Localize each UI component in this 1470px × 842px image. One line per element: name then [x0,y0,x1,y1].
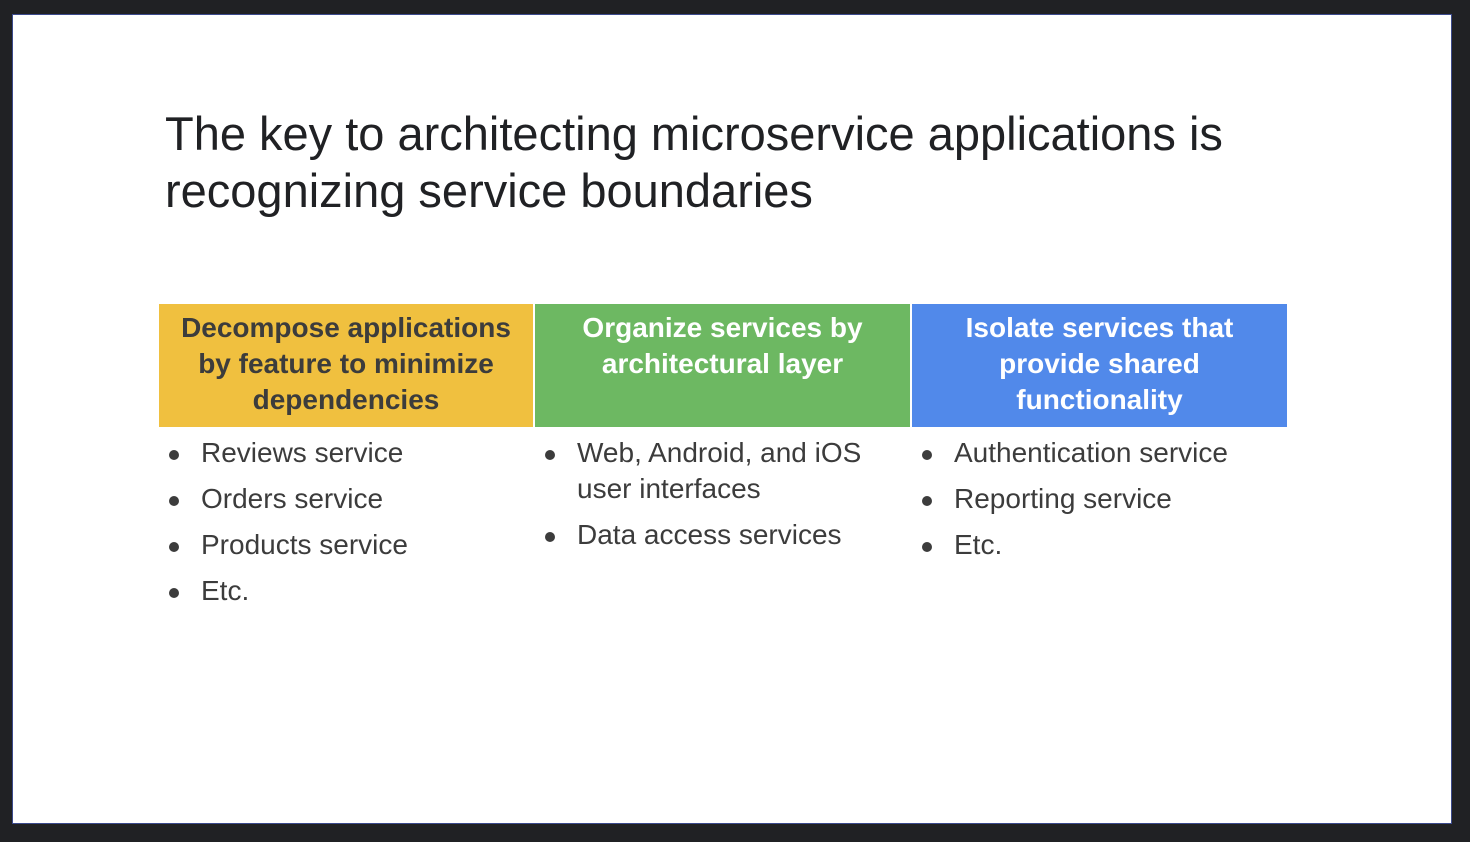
list-item: Web, Android, and iOS user interfaces [535,435,910,507]
bullet-icon [545,532,555,542]
list-item-text: Orders service [201,483,384,514]
bullet-icon [922,542,932,552]
bullet-list: Web, Android, and iOS user interfaces Da… [535,427,910,553]
list-item-text: Etc. [201,575,250,606]
bullet-icon [922,496,932,506]
bullet-list: Authentication service Reporting service… [912,427,1287,563]
column-decompose-by-feature: Decompose applications by feature to min… [159,304,533,619]
list-item-text: Products service [201,529,408,560]
list-item-text: Reviews service [201,437,404,468]
list-item: Etc. [912,527,1287,563]
list-item: Authentication service [912,435,1287,471]
column-header-text: Isolate services that provide shared fun… [965,312,1234,415]
column-header-text: Organize services by architectural layer [582,312,863,379]
list-item: Orders service [159,481,533,517]
column-header: Organize services by architectural layer [535,304,910,427]
column-header-text: Decompose applications by feature to min… [181,312,511,415]
list-item-text: Etc. [954,529,1003,560]
slide-title: The key to architecting microservice app… [165,107,1223,217]
bullet-icon [545,450,555,460]
bullet-list: Reviews service Orders service Products … [159,427,533,609]
list-item: Products service [159,527,533,563]
list-item: Data access services [535,517,910,553]
bullet-icon [169,588,179,598]
bullet-icon [169,542,179,552]
bullet-icon [169,450,179,460]
list-item: Reviews service [159,435,533,471]
slide: The key to architecting microservice app… [12,14,1452,824]
list-item-text: Authentication service [954,437,1228,468]
bullet-icon [922,450,932,460]
columns-table: Decompose applications by feature to min… [159,304,1287,619]
bullet-icon [169,496,179,506]
list-item: Reporting service [912,481,1287,517]
list-item: Etc. [159,573,533,609]
list-item-text: Data access services [577,519,842,550]
list-item-text: Web, Android, and iOS user interfaces [577,437,862,504]
column-organize-by-layer: Organize services by architectural layer… [535,304,910,619]
list-item-text: Reporting service [954,483,1172,514]
column-isolate-shared: Isolate services that provide shared fun… [912,304,1287,619]
column-header: Decompose applications by feature to min… [159,304,533,427]
column-header: Isolate services that provide shared fun… [912,304,1287,427]
